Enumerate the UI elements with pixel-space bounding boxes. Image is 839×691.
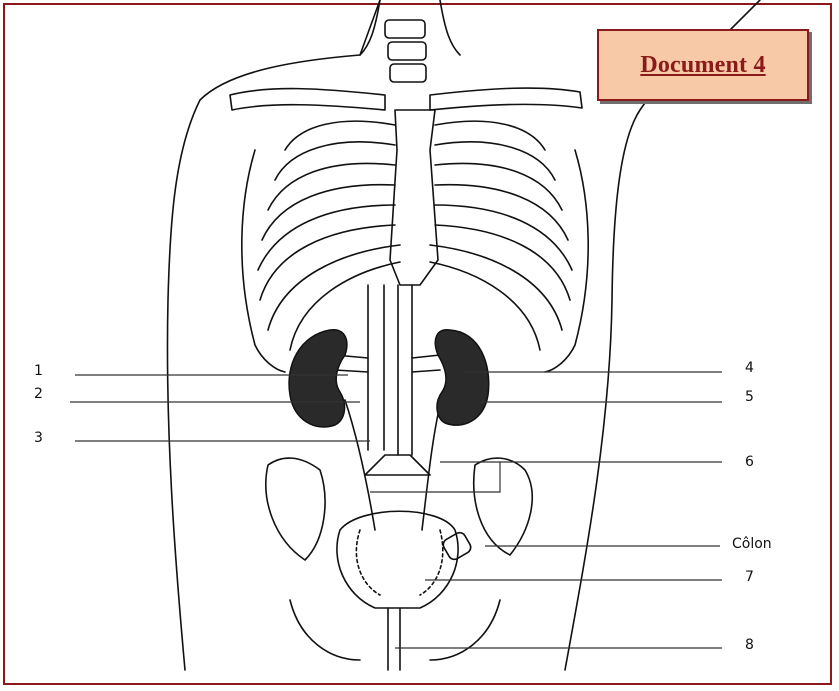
ureter-right [422, 405, 440, 530]
label-7: 7 [745, 569, 754, 585]
rib [435, 142, 555, 180]
sternum [390, 110, 438, 285]
rib [268, 163, 395, 210]
vertebra [388, 42, 426, 60]
vertebra [385, 20, 425, 38]
rib [285, 121, 395, 150]
pubis-left [290, 600, 360, 660]
spine-lower [365, 455, 430, 475]
label-2: 2 [34, 386, 43, 402]
label-3: 3 [34, 430, 43, 446]
label-5: 5 [745, 389, 754, 405]
clavicle-right [430, 88, 582, 110]
pubis-right [430, 600, 500, 660]
renal-vessel-left [335, 370, 368, 372]
bladder [337, 511, 458, 608]
clavicle-left [230, 89, 385, 110]
renal-vessel-right [412, 370, 440, 372]
rib [260, 225, 395, 300]
rib [435, 185, 568, 240]
rib [435, 225, 570, 300]
ureter-left [345, 400, 375, 530]
vertebra [390, 64, 426, 82]
bladder-inner [420, 530, 443, 595]
kidney-right [435, 330, 488, 425]
rib [262, 185, 395, 240]
kidney-left [289, 330, 347, 427]
body-outline [167, 0, 380, 670]
rib [275, 142, 395, 180]
leader-line-6 [370, 462, 722, 492]
document-title: Document 4 [640, 52, 765, 79]
rib [435, 163, 562, 210]
label-8: 8 [745, 637, 754, 653]
iliac-left [266, 458, 325, 560]
rib [435, 121, 545, 150]
label-1: 1 [34, 363, 43, 379]
label-colon: Côlon [732, 536, 772, 552]
label-6: 6 [745, 454, 754, 470]
document-title-box: Document 4 [597, 29, 809, 101]
bladder-inner [356, 530, 380, 595]
iliac-right [474, 458, 532, 555]
neck-right [440, 0, 460, 55]
label-4: 4 [745, 360, 754, 376]
renal-vessel-right [412, 355, 440, 358]
